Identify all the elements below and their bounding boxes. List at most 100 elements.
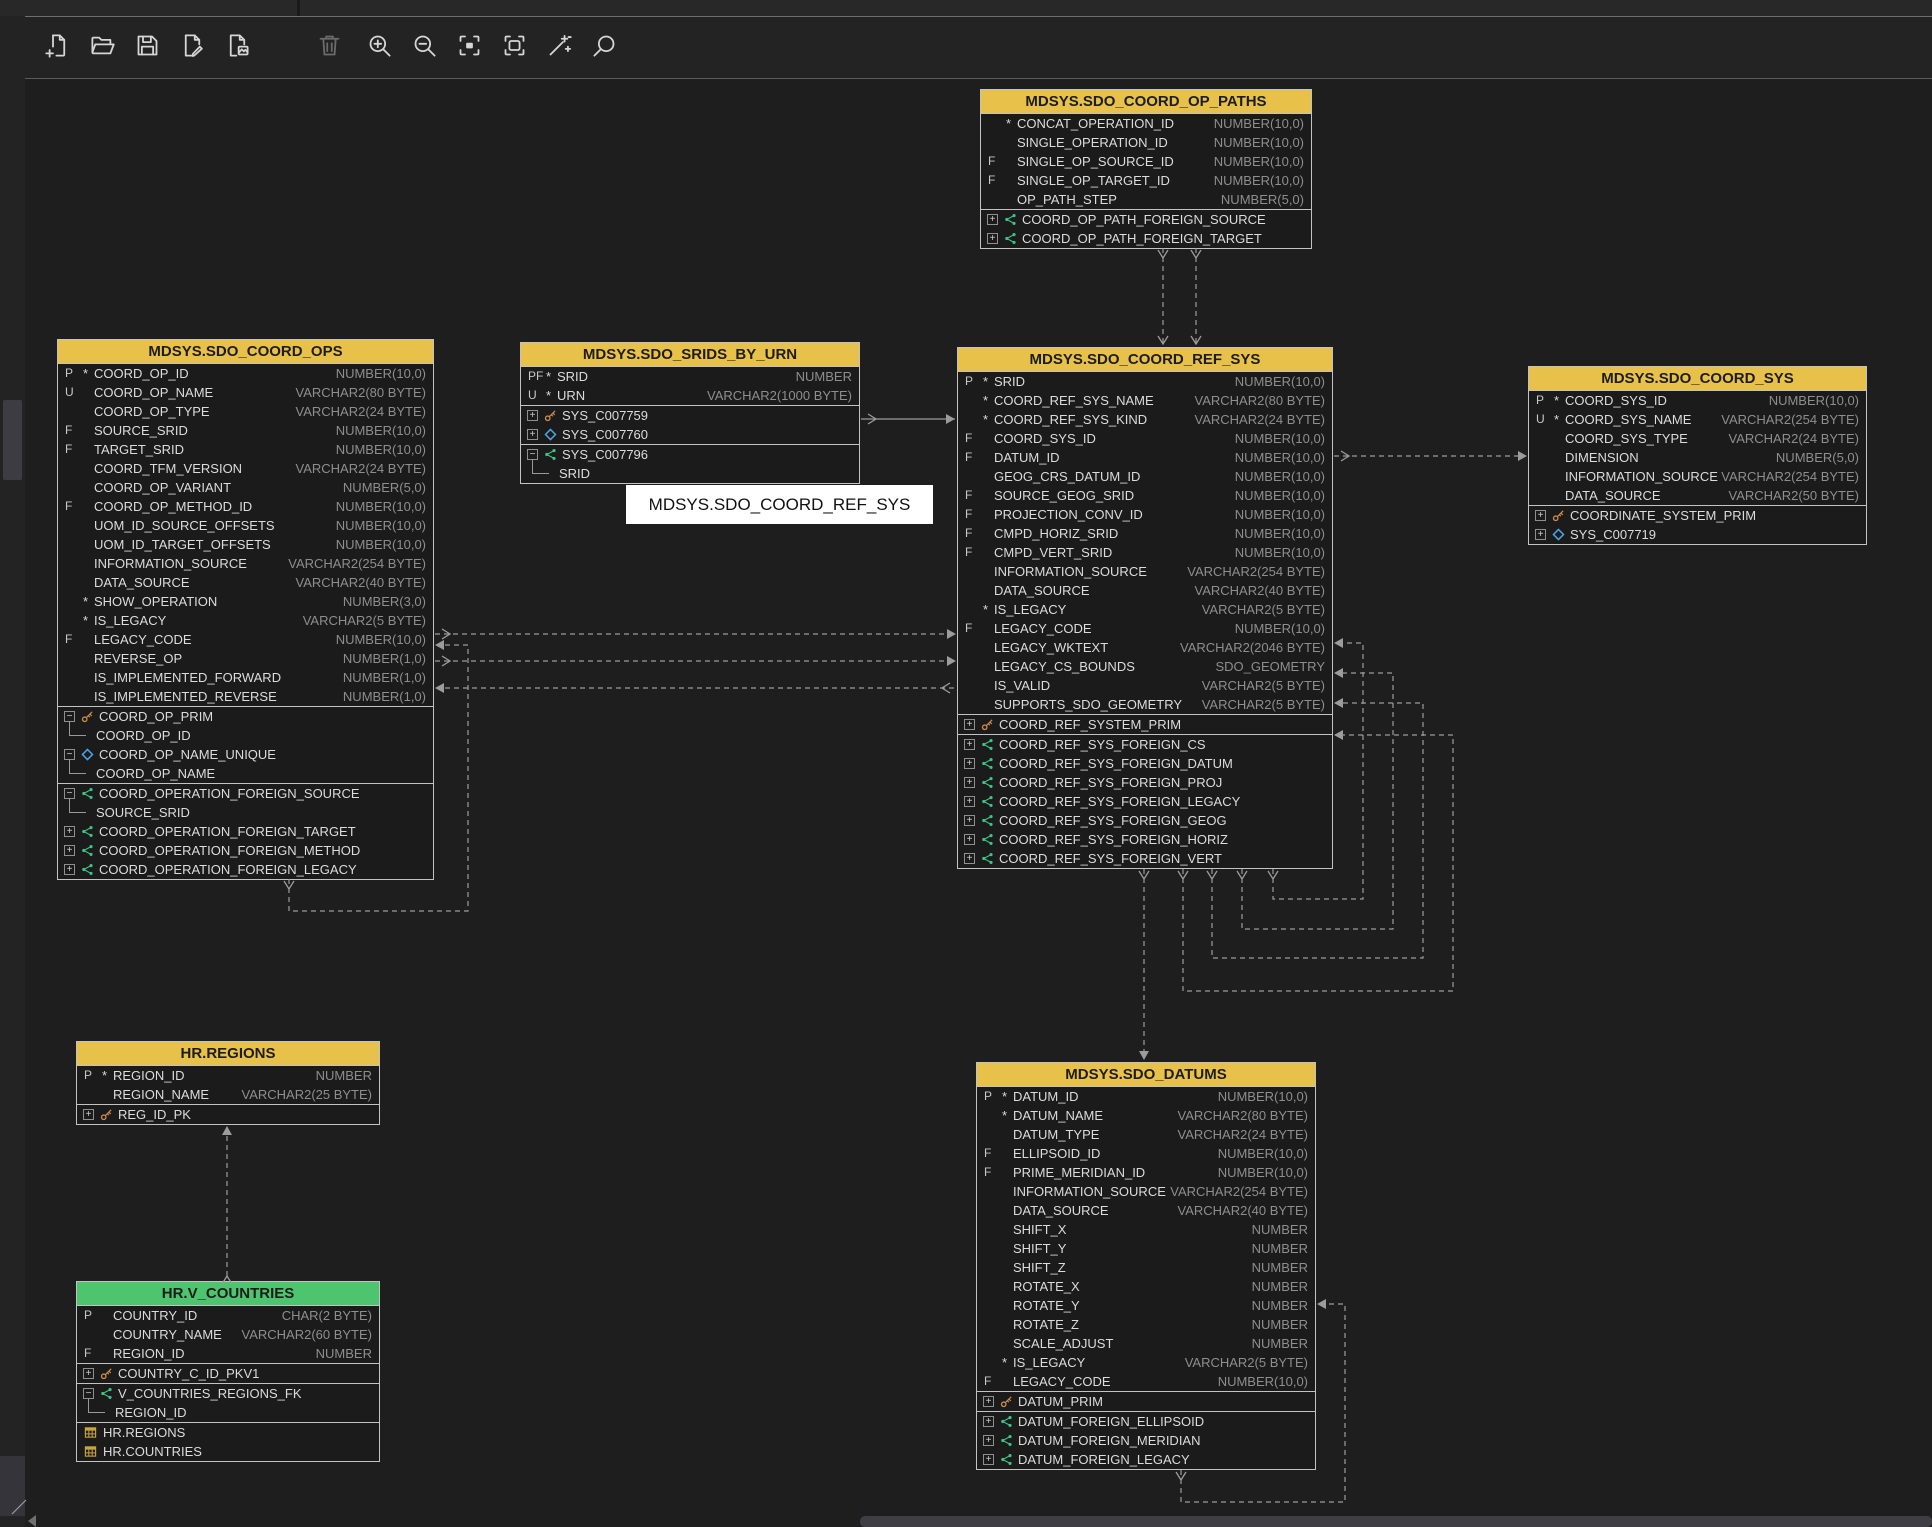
- zoom-to-fit-button[interactable]: [499, 32, 530, 63]
- table-title[interactable]: HR.V_COUNTRIES: [77, 1282, 379, 1306]
- key-row[interactable]: +DATUM_FOREIGN_ELLIPSOID: [977, 1412, 1315, 1431]
- key-row[interactable]: +COORDINATE_SYSTEM_PRIM: [1529, 506, 1866, 525]
- key-row[interactable]: −SYS_C007796: [521, 445, 859, 464]
- key-row[interactable]: +COUNTRY_C_ID_PKV1: [77, 1364, 379, 1383]
- key-row[interactable]: +COORD_REF_SYS_FOREIGN_CS: [958, 735, 1332, 754]
- key-row[interactable]: +COORD_REF_SYS_FOREIGN_GEOG: [958, 811, 1332, 830]
- related-table-row[interactable]: HR.REGIONS: [77, 1423, 379, 1442]
- related-table-row[interactable]: HR.COUNTRIES: [77, 1442, 379, 1461]
- key-row[interactable]: +COORD_REF_SYS_FOREIGN_LEGACY: [958, 792, 1332, 811]
- table-title[interactable]: MDSYS.SDO_COORD_OP_PATHS: [981, 90, 1311, 114]
- expand-toggle-icon[interactable]: +: [983, 1434, 994, 1446]
- horizontal-scrollbar-thumb[interactable]: [860, 1516, 1932, 1527]
- table-mdsys-sdo-coord-op-paths[interactable]: MDSYS.SDO_COORD_OP_PATHS*CONCAT_OPERATIO…: [980, 89, 1312, 249]
- key-row[interactable]: +COORD_REF_SYS_FOREIGN_PROJ: [958, 773, 1332, 792]
- key-row[interactable]: +DATUM_PRIM: [977, 1392, 1315, 1411]
- expand-toggle-icon[interactable]: +: [64, 863, 75, 875]
- zoom-to-selection-button[interactable]: [454, 32, 485, 63]
- auto-layout-button[interactable]: [544, 32, 575, 63]
- key-row[interactable]: +SYS_C007760: [521, 425, 859, 444]
- expand-toggle-icon[interactable]: +: [964, 718, 975, 730]
- scroll-left-arrow-icon[interactable]: [28, 1515, 36, 1527]
- key-row[interactable]: +COORD_REF_SYS_FOREIGN_DATUM: [958, 754, 1332, 773]
- expand-toggle-icon[interactable]: −: [64, 787, 75, 799]
- expand-toggle-icon[interactable]: +: [1535, 509, 1546, 521]
- table-title[interactable]: HR.REGIONS: [77, 1042, 379, 1066]
- key-row[interactable]: −COORD_OP_NAME_UNIQUE: [58, 745, 433, 764]
- zoom-in-button[interactable]: [364, 32, 395, 63]
- expand-toggle-icon[interactable]: −: [527, 448, 538, 460]
- expand-toggle-icon[interactable]: +: [64, 825, 75, 837]
- table-title[interactable]: MDSYS.SDO_SRIDS_BY_URN: [521, 343, 859, 367]
- expand-toggle-icon[interactable]: +: [527, 428, 538, 440]
- expand-toggle-icon[interactable]: +: [964, 852, 975, 864]
- expand-toggle-icon[interactable]: +: [987, 213, 998, 225]
- expand-toggle-icon[interactable]: +: [983, 1453, 994, 1465]
- table-title[interactable]: MDSYS.SDO_DATUMS: [977, 1063, 1315, 1087]
- expand-toggle-icon[interactable]: +: [964, 795, 975, 807]
- new-diagram-button[interactable]: [42, 32, 73, 63]
- vertical-scrollbar-thumb[interactable]: [3, 400, 22, 480]
- table-title[interactable]: MDSYS.SDO_COORD_SYS: [1529, 367, 1866, 391]
- key-row[interactable]: +COORD_OP_PATH_FOREIGN_TARGET: [981, 229, 1311, 248]
- key-row[interactable]: +COORD_REF_SYS_FOREIGN_HORIZ: [958, 830, 1332, 849]
- expand-toggle-icon[interactable]: +: [83, 1367, 94, 1379]
- expand-toggle-icon[interactable]: +: [964, 738, 975, 750]
- expand-toggle-icon[interactable]: +: [527, 409, 538, 421]
- expand-toggle-icon[interactable]: −: [64, 748, 75, 760]
- expand-toggle-icon[interactable]: +: [964, 776, 975, 788]
